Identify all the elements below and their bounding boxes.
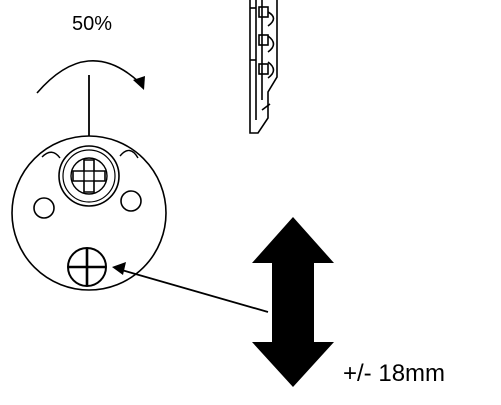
bracket-profile — [249, 0, 278, 134]
rotation-arrow-icon — [36, 60, 145, 94]
double-arrow-icon — [252, 217, 334, 387]
adjustment-range-label: +/- 18mm — [343, 360, 445, 387]
phillips-screw-icon — [58, 145, 120, 207]
right-hole — [120, 190, 142, 212]
left-hole — [33, 197, 55, 219]
mounting-plate — [11, 135, 167, 291]
diagonal-pointer-arrow-icon — [112, 262, 269, 313]
cross-bolt-icon — [67, 247, 107, 287]
rotation-percent-label: 50% — [72, 13, 112, 35]
